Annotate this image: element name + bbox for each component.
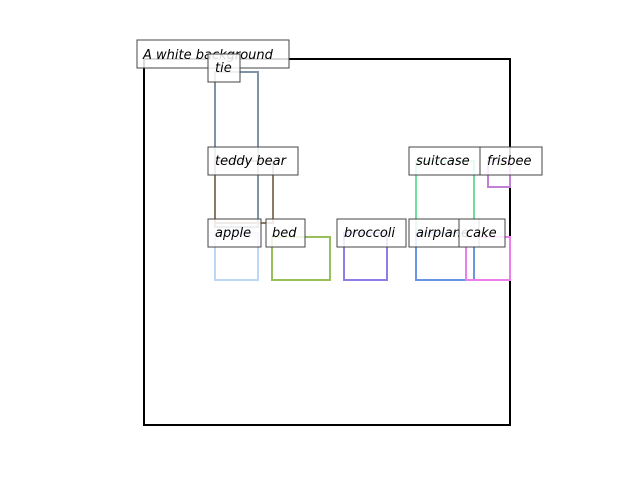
label-apple-text: apple [215,226,251,241]
label-cake-text: cake [466,226,497,241]
label-cake: cake [458,218,506,248]
label-tie-text: tie [215,61,232,76]
label-suitcase: suitcase [408,146,481,176]
label-tie: tie [207,53,241,83]
label-frisbee: frisbee [479,146,543,176]
label-frisbee-text: frisbee [487,154,532,169]
label-suitcase-text: suitcase [416,154,470,169]
label-airplane-text: airplane [416,226,469,241]
label-teddy-bear: teddy bear [207,146,299,176]
label-bed: bed [265,218,306,248]
label-apple: apple [207,218,262,248]
label-bed-text: bed [272,226,297,241]
label-broccoli: broccoli [336,218,407,248]
label-broccoli-text: broccoli [344,226,395,241]
label-teddy-bear-text: teddy bear [215,154,288,169]
